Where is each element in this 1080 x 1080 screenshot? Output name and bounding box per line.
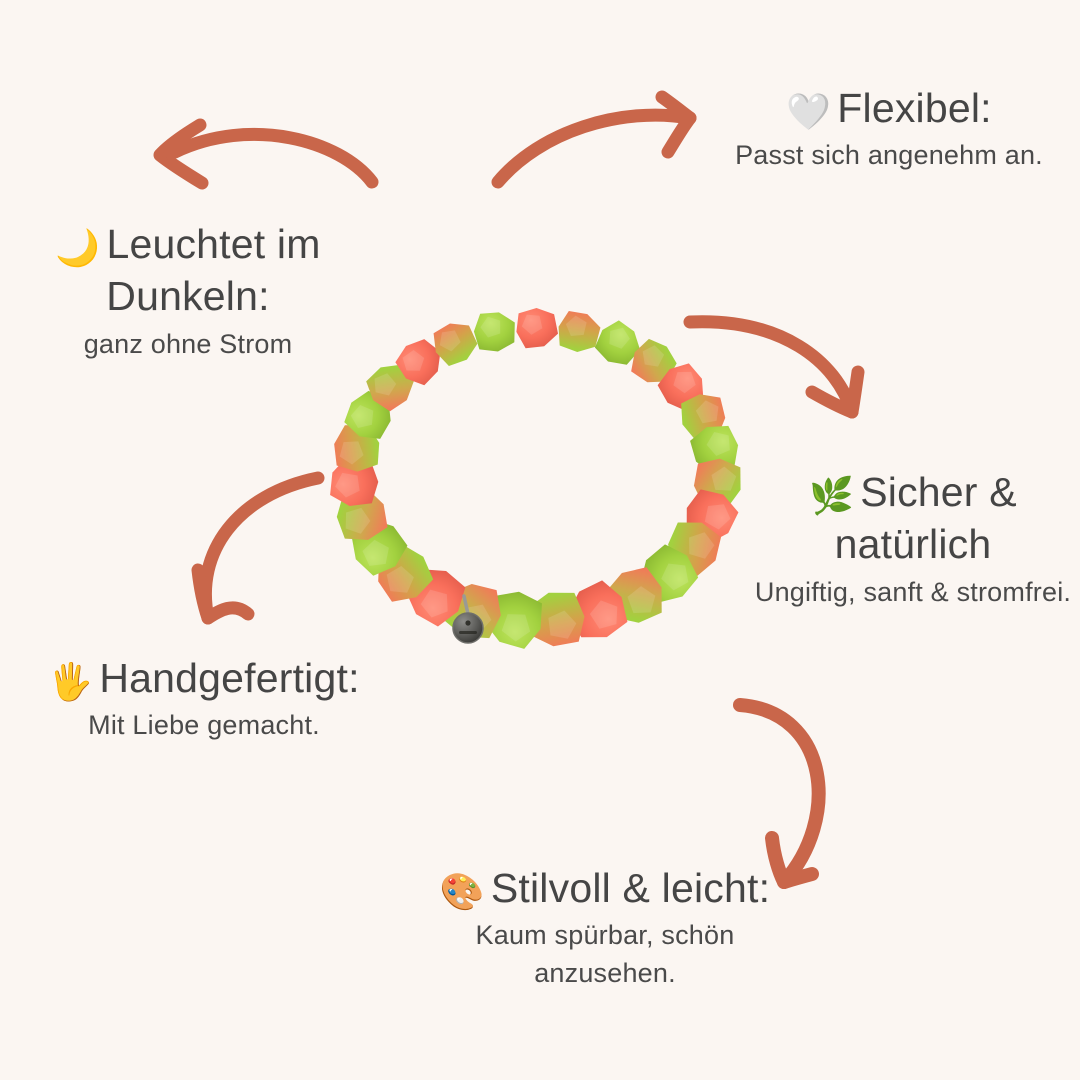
feature-flexibel-subtitle: Passt sich angenehm an.	[735, 140, 1043, 171]
arrow-to-leuchtet-icon	[153, 118, 379, 190]
feature-leuchtet-im-dunkeln: 🌙Leuchtet im Dunkeln: ganz ohne Strom	[8, 218, 368, 364]
bracelet-bead-highlight	[706, 432, 730, 456]
bracelet-bead-highlight	[439, 330, 461, 352]
bracelet-bead	[516, 308, 558, 349]
bracelet-bead-highlight	[386, 566, 414, 593]
bracelet-illustration	[330, 308, 741, 649]
feature-handgefertigt: 🖐️Handgefertigt: Mit Liebe gemacht.	[4, 652, 404, 745]
feature-flexibel-headline-text: Flexibel:	[837, 85, 992, 131]
bracelet-bead	[558, 310, 601, 352]
bracelet-bead-highlight	[345, 507, 371, 534]
bracelet-bead-highlight	[521, 314, 543, 335]
feature-leuchtet-subtitle: ganz ohne Strom	[83, 328, 293, 359]
feature-stilvoll-headline: 🎨Stilvoll & leicht:	[420, 862, 790, 914]
arrow-to-stilvoll-icon	[733, 698, 826, 889]
feature-sicher-natuerlich: 🌿Sicher & natürlich Ungiftig, sanft & st…	[748, 466, 1078, 612]
bracelet-bead	[433, 323, 478, 367]
bracelet-bead	[330, 456, 379, 506]
bracelet-bead-highlight	[548, 610, 577, 639]
feature-sicher-headline: 🌿Sicher & natürlich	[748, 466, 1078, 571]
bracelet-bead	[395, 339, 441, 386]
feature-sicher-headline-text: Sicher & natürlich	[834, 469, 1017, 568]
white-heart-icon: 🤍	[786, 91, 832, 132]
bracelet-bead-highlight	[374, 373, 397, 396]
feature-flexibel: 🤍Flexibel: Passt sich angenehm an.	[706, 82, 1072, 175]
feature-flexibel-headline: 🤍Flexibel:	[706, 82, 1072, 134]
bracelet-bead-highlight	[350, 404, 374, 428]
bracelet-charm	[452, 594, 484, 644]
bracelet-bead-highlight	[695, 400, 719, 424]
product-image-bracelet	[296, 296, 776, 680]
bracelet-bead-highlight	[420, 589, 448, 618]
bracelet-bead-highlight	[609, 327, 630, 349]
arrow-to-flexibel-icon	[491, 90, 697, 189]
bracelet-bead-highlight	[689, 532, 715, 559]
bracelet-bead-highlight	[480, 316, 501, 338]
bracelet-bead	[631, 338, 677, 383]
bracelet-bead-highlight	[339, 441, 364, 465]
bracelet-bead-highlight	[501, 614, 531, 642]
feature-sicher-subtitle: Ungiftig, sanft & stromfrei.	[754, 576, 1072, 607]
raised-hand-icon: 🖐️	[48, 661, 94, 702]
bracelet-bead-highlight	[711, 466, 737, 491]
herb-icon: 🌿	[809, 475, 855, 516]
bracelet-bead-highlight	[589, 600, 618, 629]
feature-handgefertigt-headline-text: Handgefertigt:	[99, 655, 360, 701]
bracelet-bead	[473, 312, 515, 352]
feature-leuchtet-headline-text: Leuchtet im Dunkeln:	[106, 221, 321, 320]
feature-leuchtet-headline: 🌙Leuchtet im Dunkeln:	[8, 218, 368, 323]
feature-stilvoll-leicht: 🎨Stilvoll & leicht: Kaum spürbar, schön …	[420, 862, 790, 993]
feature-stilvoll-headline-text: Stilvoll & leicht:	[490, 865, 771, 911]
bracelet-bead-highlight	[704, 504, 731, 530]
bracelet-bead-highlight	[362, 539, 389, 566]
crescent-moon-icon: 🌙	[55, 227, 101, 268]
bracelet-bead	[527, 592, 585, 647]
feature-handgefertigt-headline: 🖐️Handgefertigt:	[4, 652, 404, 704]
bracelet-bead-highlight	[402, 349, 425, 371]
bracelet-bead	[594, 320, 641, 365]
bracelet-bead-highlight	[661, 563, 689, 591]
bracelet-bead-highlight	[335, 472, 360, 498]
bracelet-bead-highlight	[627, 586, 656, 614]
bracelet-bead-highlight	[565, 315, 587, 336]
artist-palette-icon: 🎨	[439, 871, 485, 912]
bracelet-bead-highlight	[673, 371, 696, 394]
bracelet-bead	[366, 364, 414, 412]
feature-stilvoll-subtitle: Kaum spürbar, schön anzusehen.	[475, 920, 735, 989]
feature-handgefertigt-subtitle: Mit Liebe gemacht.	[88, 710, 320, 741]
bracelet-bead-highlight	[642, 345, 665, 367]
